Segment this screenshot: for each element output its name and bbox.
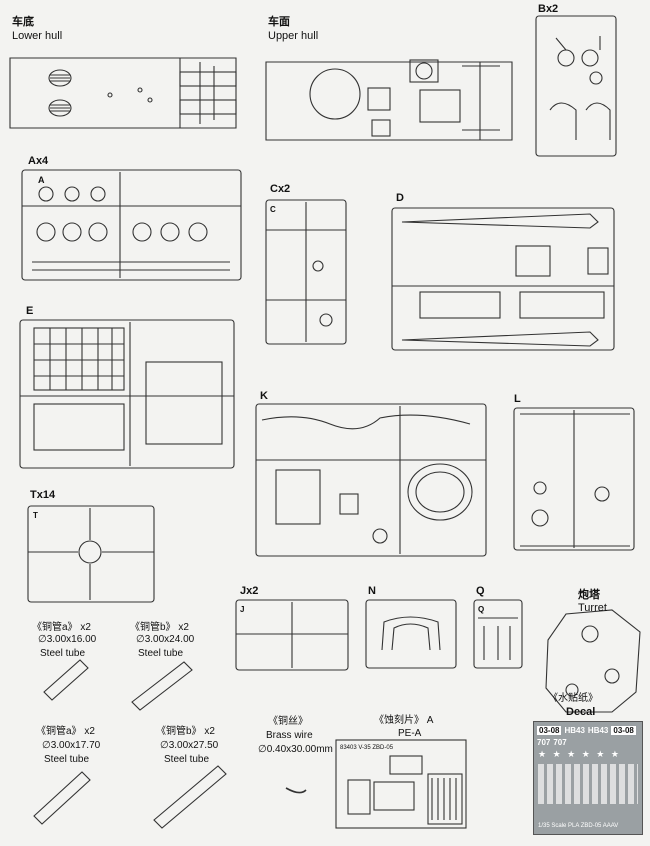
decal-sheet: 03-08 HB43 HB43 03-08 707 707 ★ ★ ★ ★ ★ … xyxy=(533,721,643,835)
decal-cn-label: 《水贴纸》 xyxy=(548,693,598,704)
tube-type: Steel tube xyxy=(40,648,86,659)
lower-hull-cn-label: 车底 xyxy=(12,16,34,28)
tube-dim: ∅3.00x24.00 xyxy=(136,634,195,645)
sprue-a-label: Ax4 xyxy=(28,155,49,167)
sprue-a-tag: A xyxy=(38,175,45,185)
tube-dim: ∅3.00x17.70 xyxy=(42,740,101,751)
sprue-tx-label: Tx14 xyxy=(30,489,56,501)
decal-tag: 707 xyxy=(553,738,567,747)
sprue-c-tag: C xyxy=(270,205,276,214)
tube-qty: x2 xyxy=(84,726,95,737)
decal-en-label: Decal xyxy=(566,706,596,718)
brass-wire-dim: ∅0.40x30.00mm xyxy=(258,744,333,755)
tube-name: 《铜管a》 xyxy=(36,726,82,737)
decal-tag: 707 xyxy=(537,738,551,747)
sprue-j-tag: J xyxy=(240,605,245,614)
photo-etch-name: 《蚀刻片》 xyxy=(374,715,424,726)
decal-tag: HB43 xyxy=(564,726,585,735)
decal-star-row: ★ ★ ★ ★ ★ ★ xyxy=(538,749,621,759)
sprue-k-label: K xyxy=(260,390,268,402)
photo-etch-label: 《蚀刻片》 A xyxy=(374,715,433,727)
tube-3-label: 《铜管a》 x2 xyxy=(36,726,95,738)
decal-tag: 03-08 xyxy=(537,726,562,735)
tube-name: 《铜管b》 xyxy=(130,622,176,633)
turret-cn-label: 炮塔 xyxy=(578,589,600,601)
tube-name: 《铜管b》 xyxy=(156,726,202,737)
decal-tag: HB43 xyxy=(587,726,609,735)
sprue-c-label: Cx2 xyxy=(270,183,291,195)
sprue-q-tag: Q xyxy=(478,605,485,614)
sprue-b-label: Bx2 xyxy=(538,3,559,15)
decal-number-grid xyxy=(538,764,638,804)
tube-dim: ∅3.00x16.00 xyxy=(38,634,97,645)
tube-type: Steel tube xyxy=(138,648,184,659)
tube-1-label: 《铜管a》 x2 xyxy=(32,622,91,634)
tube-type: Steel tube xyxy=(44,754,90,765)
decal-tag: 03-08 xyxy=(611,726,636,735)
photo-etch-code: PE-A xyxy=(398,728,422,739)
brass-wire-type: Brass wire xyxy=(266,730,313,741)
decal-footer: 1/35 Scale PLA ZBD-05 AAAV xyxy=(538,823,619,829)
tube-name: 《铜管a》 xyxy=(32,622,78,633)
tube-qty: x2 xyxy=(178,622,189,633)
tube-qty: x2 xyxy=(80,622,91,633)
tube-qty: x2 xyxy=(204,726,215,737)
brass-wire-cn: 《铜丝》 xyxy=(268,716,308,727)
sprue-n-label: N xyxy=(368,585,376,597)
photo-etch-header: 83403 V-35 ZBD-05 xyxy=(340,745,394,751)
tube-4-label: 《铜管b》 x2 xyxy=(156,726,215,738)
upper-hull-cn-label: 车面 xyxy=(268,16,290,28)
sprue-l-label: L xyxy=(514,393,521,405)
sprue-q-label: Q xyxy=(476,585,485,597)
lower-hull-en-label: Lower hull xyxy=(12,30,63,42)
upper-hull-drawing xyxy=(265,59,513,141)
sprue-d-label: D xyxy=(396,192,404,204)
photo-etch-letter: A xyxy=(426,715,434,726)
sprue-j-label: Jx2 xyxy=(240,585,259,597)
tube-type: Steel tube xyxy=(164,754,210,765)
sprue-e-label: E xyxy=(26,305,34,317)
tube-2-label: 《铜管b》 x2 xyxy=(130,622,189,634)
sprue-t-tag: T xyxy=(33,511,38,520)
tube-dim: ∅3.00x27.50 xyxy=(160,740,219,751)
upper-hull-en-label: Upper hull xyxy=(268,30,319,42)
turret-en-label: Turret xyxy=(578,602,607,614)
lower-hull-drawing xyxy=(9,57,237,129)
